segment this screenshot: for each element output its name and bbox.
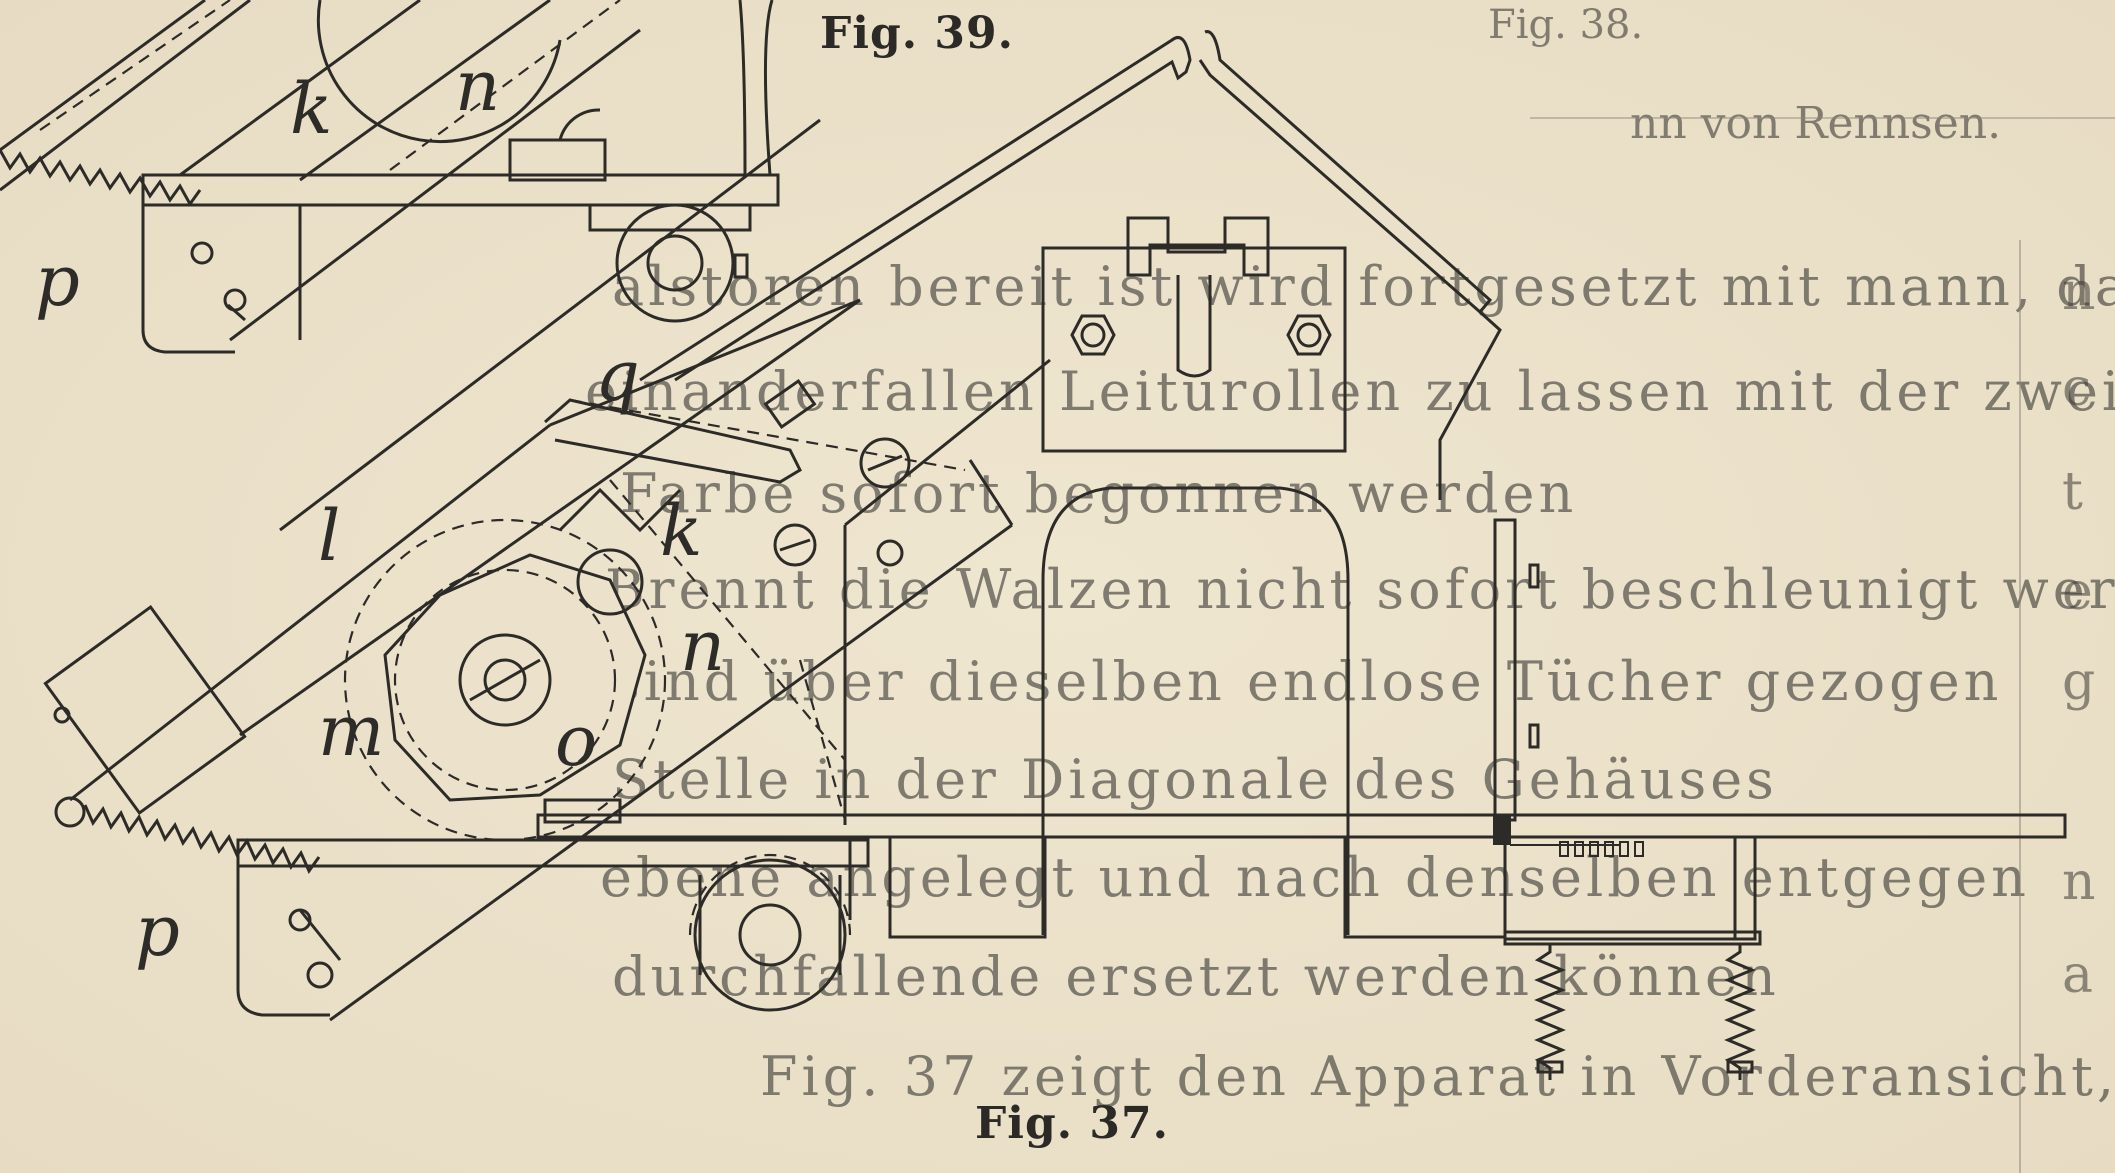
ghost-text-top: Fig. 38. (1488, 2, 1644, 48)
label-o: o (555, 700, 598, 782)
ghost-text-line1: nn von Rennsen. (1630, 98, 2002, 149)
edge-letter-2: c (2062, 358, 2092, 418)
ghost-text-line6: sind über dieselben endlose Tücher gezog… (612, 650, 2003, 713)
label-q: q (595, 335, 640, 417)
fig39-caption: Fig. 39. (820, 8, 1014, 59)
edge-letter-7: a (2062, 945, 2094, 1005)
fig37-drawing (43, 30, 2067, 1080)
edge-letter-6: n (2062, 852, 2096, 912)
label-p-top: p (35, 240, 80, 322)
fig39-drawing (0, 0, 780, 354)
edge-letter-1: n (2062, 262, 2096, 322)
ghost-text-line5: Brennt die Walzen nicht sofort beschleun… (605, 558, 2115, 621)
label-k: k (660, 490, 703, 572)
label-k-top: k (290, 68, 333, 150)
ghost-text-line3: einanderfallen Leiturollen zu lassen mit… (585, 360, 2115, 423)
label-m: m (318, 690, 385, 772)
label-n: n (680, 605, 726, 687)
ghost-text-line8: ebene angelegt und nach denselben entgeg… (600, 846, 2030, 909)
ghost-text-line4: Farbe sofort begonnen werden (620, 462, 1578, 525)
label-p: p (135, 890, 180, 972)
ghost-text-line7: Stelle in der Diagonale des Gehäuses (612, 748, 1778, 811)
label-l: l (318, 495, 341, 577)
ghost-text-line10: Fig. 37 zeigt den Apparat in Vorderansic… (760, 1045, 2115, 1108)
ghost-text-line9: durchfallende ersetzt werden können (612, 945, 1780, 1008)
edge-letter-5: g (2062, 652, 2096, 712)
edge-letter-4: e (2062, 562, 2093, 622)
fig37-caption: Fig. 37. (975, 1098, 1169, 1149)
label-n-top: n (455, 45, 501, 127)
edge-letter-3: t (2062, 462, 2083, 522)
ghost-text-line2: alstoren bereit ist wird fortgesetzt mit… (612, 255, 2115, 318)
